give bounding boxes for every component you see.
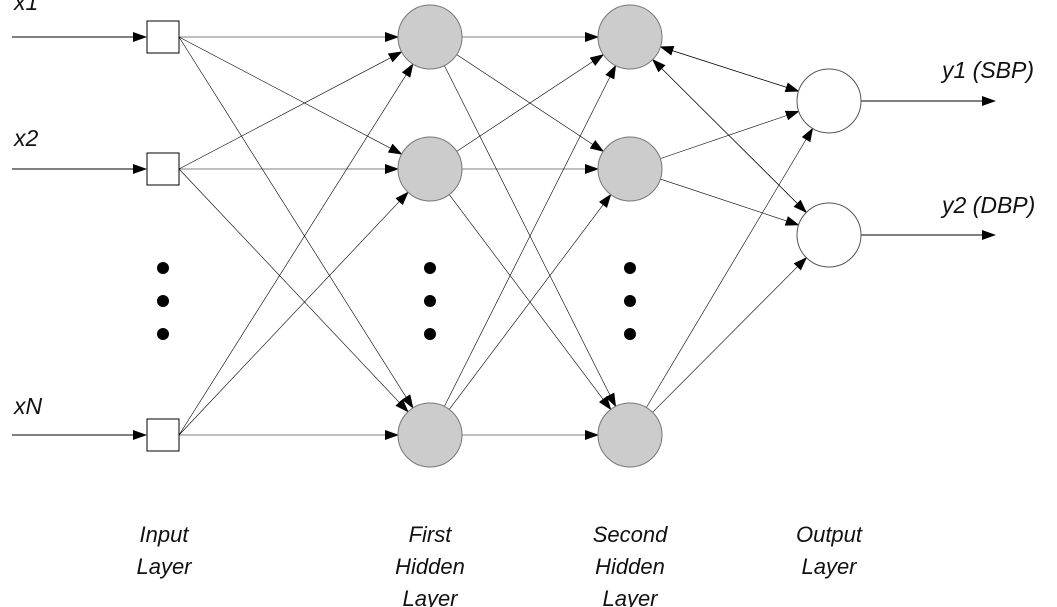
input-label-xn: xN: [13, 393, 43, 419]
ellipsis-dot: [424, 295, 436, 307]
hidden2-node: [597, 136, 663, 202]
caption-line: Layer: [801, 554, 858, 579]
hidden2-node: [597, 402, 663, 468]
input-label-x2: x2: [13, 125, 39, 151]
caption-line: First: [409, 522, 453, 547]
hidden1-node: [397, 402, 463, 468]
output-node: [796, 202, 862, 268]
input-node: [146, 152, 180, 186]
ellipsis-dot: [424, 328, 436, 340]
layer-caption-second-hidden: Second Hidden Layer: [593, 522, 668, 607]
network-nodes: [146, 4, 862, 468]
caption-line: Second: [593, 522, 668, 547]
layer-caption-first-hidden: First Hidden Layer: [395, 522, 465, 607]
connection-hidden2-output: [652, 256, 808, 413]
ellipsis-dot: [424, 262, 436, 274]
connection-hidden1-hidden2: [456, 54, 605, 152]
caption-line: Output: [796, 522, 863, 547]
input-label-x1: x1: [13, 0, 38, 15]
ellipsis-dot: [157, 262, 169, 274]
ellipsis-dot: [157, 328, 169, 340]
input-node: [146, 20, 180, 54]
connection-input-hidden1: [178, 51, 403, 170]
connection-input-hidden1: [178, 168, 409, 413]
hidden1-node: [397, 4, 463, 70]
ellipsis-dots: [157, 262, 636, 340]
connection-input-hidden1: [178, 36, 403, 155]
input-node: [146, 418, 180, 452]
connection-output-hidden2: [651, 58, 807, 213]
connection-hidden1-hidden2: [444, 64, 617, 407]
connection-hidden1-hidden2: [448, 193, 612, 410]
caption-line: Layer: [402, 586, 459, 607]
ellipsis-dot: [624, 328, 636, 340]
caption-line: Layer: [136, 554, 193, 579]
connection-hidden2-output: [660, 178, 800, 226]
connection-hidden2-output: [660, 110, 800, 159]
connection-hidden2-output: [646, 127, 814, 408]
caption-line: Input: [140, 522, 190, 547]
connection-lines: [12, 32, 996, 440]
output-label-y1: y1 (SBP): [940, 57, 1034, 83]
caption-line: Hidden: [595, 554, 665, 579]
hidden1-node: [397, 136, 463, 202]
connection-input-hidden1: [178, 191, 409, 436]
layer-caption-input: Input Layer: [136, 522, 193, 579]
ellipsis-dot: [157, 295, 169, 307]
caption-line: Layer: [602, 586, 659, 607]
layer-caption-output: Output Layer: [796, 522, 863, 579]
connection-input-hidden1: [178, 36, 414, 409]
connection-output-hidden2: [659, 46, 799, 92]
connection-input-hidden1: [178, 63, 414, 436]
output-node: [796, 68, 862, 134]
ellipsis-dot: [624, 295, 636, 307]
output-label-y2: y2 (DBP): [940, 192, 1035, 218]
caption-line: Hidden: [395, 554, 465, 579]
ellipsis-dot: [624, 262, 636, 274]
hidden2-node: [597, 4, 663, 70]
